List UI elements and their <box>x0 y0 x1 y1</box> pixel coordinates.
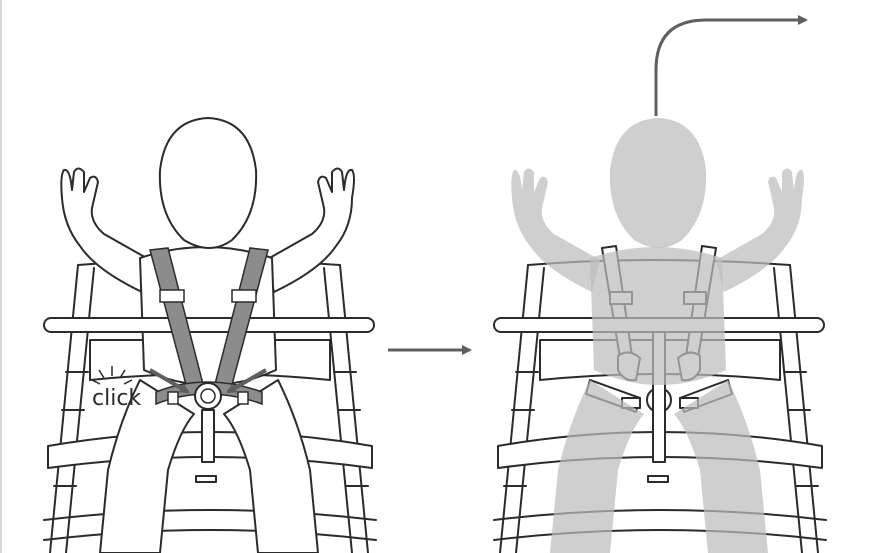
click-label: click <box>92 386 141 411</box>
panel-lifted <box>494 20 826 553</box>
buckle-icon <box>195 383 221 409</box>
panel-buckled <box>44 118 376 553</box>
child-figure-ghost <box>511 118 804 553</box>
child-figure-left <box>61 118 354 553</box>
lift-out-arrow-icon <box>656 20 806 116</box>
tray-left <box>44 318 374 332</box>
